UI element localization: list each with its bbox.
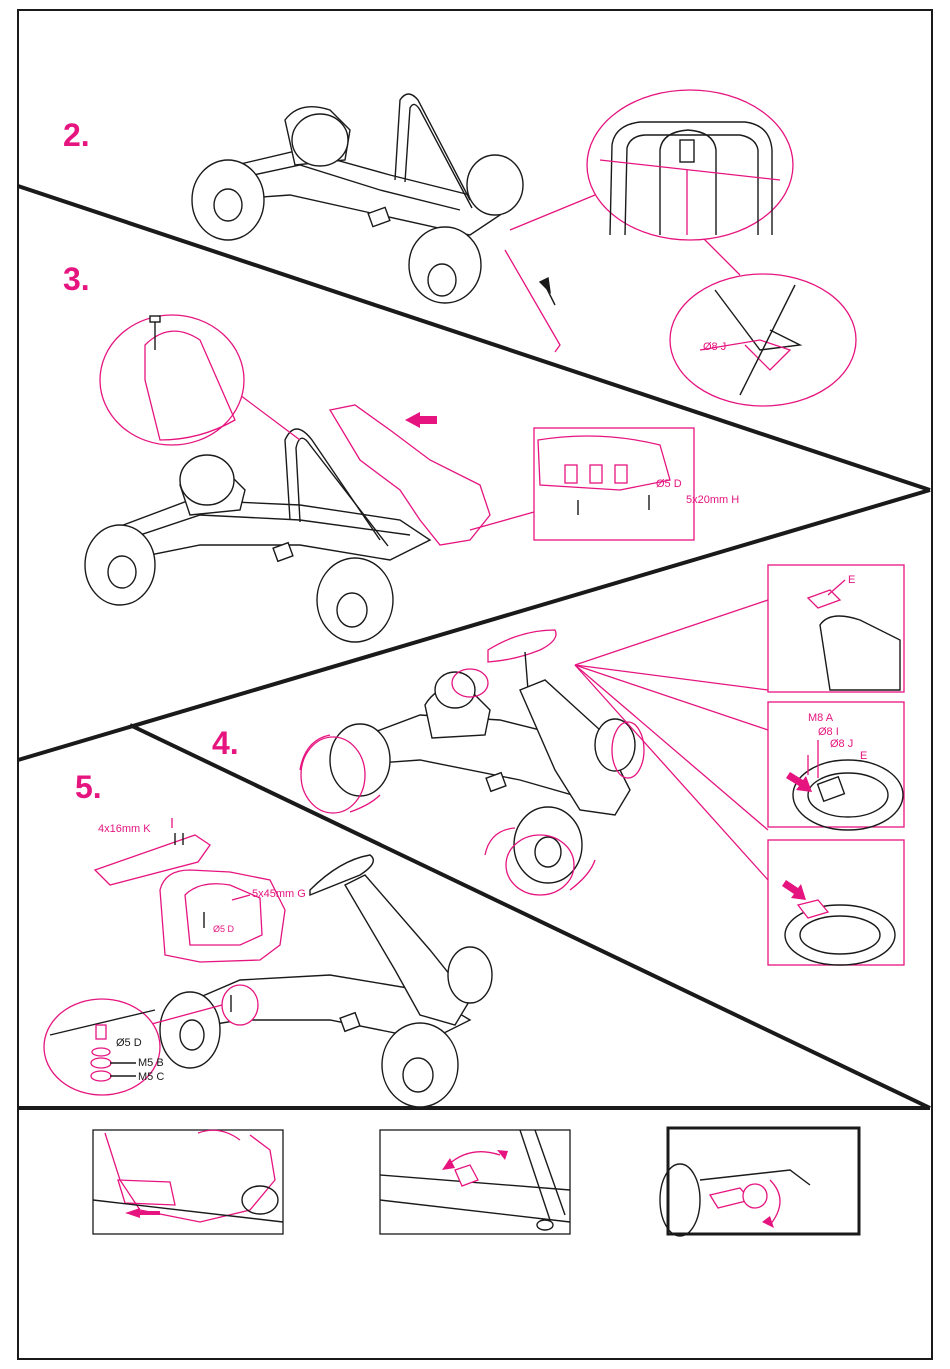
wheel <box>514 807 582 883</box>
wheel <box>292 114 348 166</box>
step-number-5: 5. <box>75 769 102 805</box>
wheel <box>448 947 492 1003</box>
wheel <box>180 455 234 505</box>
label-screw-h: 5x20mm H <box>686 494 739 506</box>
step-number-2: 2. <box>63 117 90 153</box>
label-nut-c: M5 C <box>138 1071 164 1083</box>
label-washer-j: Ø8 J <box>830 738 853 750</box>
wheel <box>330 724 390 796</box>
label-part-e-wheel: E <box>860 750 867 762</box>
label-nut-m8: M8 A <box>808 712 834 724</box>
step4-detail-steering-cap <box>768 840 904 965</box>
bottom-detail-lever <box>380 1130 570 1234</box>
step2-detail-rollbar <box>587 90 793 240</box>
label-washer-d: Ø5 D <box>656 478 682 490</box>
step3-detail-circle <box>100 315 244 445</box>
label-washer-i: Ø8 I <box>818 726 839 738</box>
step2-detail-pin: Ø8 J <box>670 274 856 406</box>
wheel <box>160 992 220 1068</box>
step-number-4: 4. <box>212 725 239 761</box>
step4-detail-steering-wheel-hub: M8 A Ø8 I Ø8 J E <box>768 702 904 830</box>
wheel <box>467 155 523 215</box>
step4-kart-illustration <box>300 600 768 895</box>
bottom-detail-seat-adjust <box>93 1130 283 1234</box>
step-number-3: 3. <box>63 261 90 297</box>
wheel <box>382 1023 458 1107</box>
step3-detail-box: Ø5 D 5x20mm H <box>534 428 739 540</box>
step5-detail-circle: Ø5 D M5 B M5 C <box>44 999 164 1095</box>
label-screw-g: 5x45mm G <box>252 888 306 900</box>
wheel <box>317 558 393 642</box>
label-washer-d-detail: Ø5 D <box>116 1037 142 1049</box>
wheel <box>85 525 155 605</box>
label-pin-j: Ø8 J <box>703 341 726 353</box>
wheel <box>595 719 635 771</box>
step4-detail-steering-column: E <box>768 565 904 692</box>
label-washer-d-seat: Ø5 D <box>213 924 235 934</box>
bottom-detail-pedal-knob <box>660 1128 859 1236</box>
label-screw-k: 4x16mm K <box>98 823 151 835</box>
label-washer-b: M5 B <box>138 1057 164 1069</box>
wheel <box>192 160 264 240</box>
label-part-e-top: E <box>848 574 855 586</box>
